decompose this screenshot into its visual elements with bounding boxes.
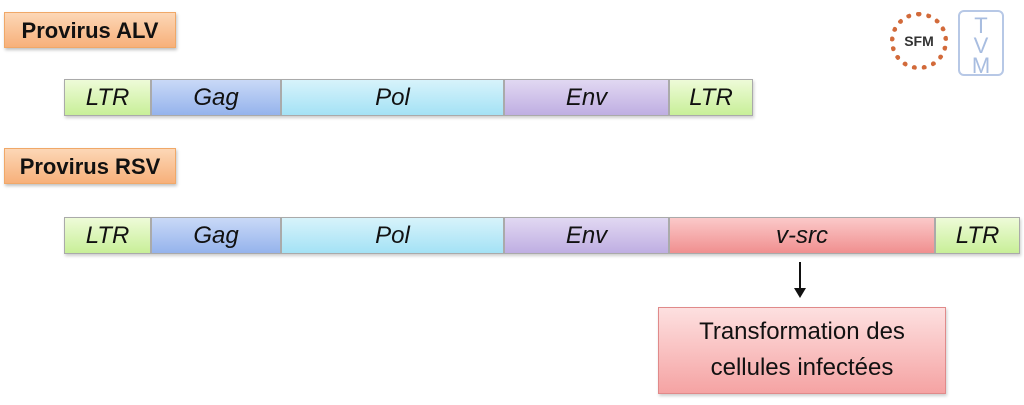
result-line-1: Transformation des bbox=[699, 318, 905, 345]
arrow-down-icon bbox=[799, 262, 801, 292]
rsv-ltr-5: LTR bbox=[64, 217, 151, 254]
tvm-letter: T bbox=[974, 13, 988, 38]
rsv-pol: Pol bbox=[281, 217, 504, 254]
arrowhead-icon bbox=[794, 288, 806, 298]
alv-label: Provirus ALV bbox=[4, 12, 176, 48]
tvm-letter: V bbox=[973, 33, 989, 58]
alv-pol: Pol bbox=[281, 79, 504, 116]
rsv-ltr-3: LTR bbox=[935, 217, 1020, 254]
alv-ltr-3: LTR bbox=[669, 79, 753, 116]
alv-ltr-5: LTR bbox=[64, 79, 151, 116]
alv-genome: LTR Gag Pol Env LTR bbox=[64, 79, 753, 116]
sfm-logo: SFM bbox=[890, 12, 948, 70]
transformation-box: Transformation des cellules infectées bbox=[658, 307, 946, 394]
sfm-logo-text: SFM bbox=[904, 33, 934, 49]
rsv-gag: Gag bbox=[151, 217, 281, 254]
rsv-label: Provirus RSV bbox=[4, 148, 176, 184]
rsv-v-src: v-src bbox=[669, 217, 935, 254]
alv-gag: Gag bbox=[151, 79, 281, 116]
tvm-letter: M bbox=[971, 53, 991, 78]
rsv-env: Env bbox=[504, 217, 669, 254]
rsv-genome: LTR Gag Pol Env v-src LTR bbox=[64, 217, 1020, 254]
alv-env: Env bbox=[504, 79, 669, 116]
result-line-2: cellules infectées bbox=[710, 354, 894, 381]
